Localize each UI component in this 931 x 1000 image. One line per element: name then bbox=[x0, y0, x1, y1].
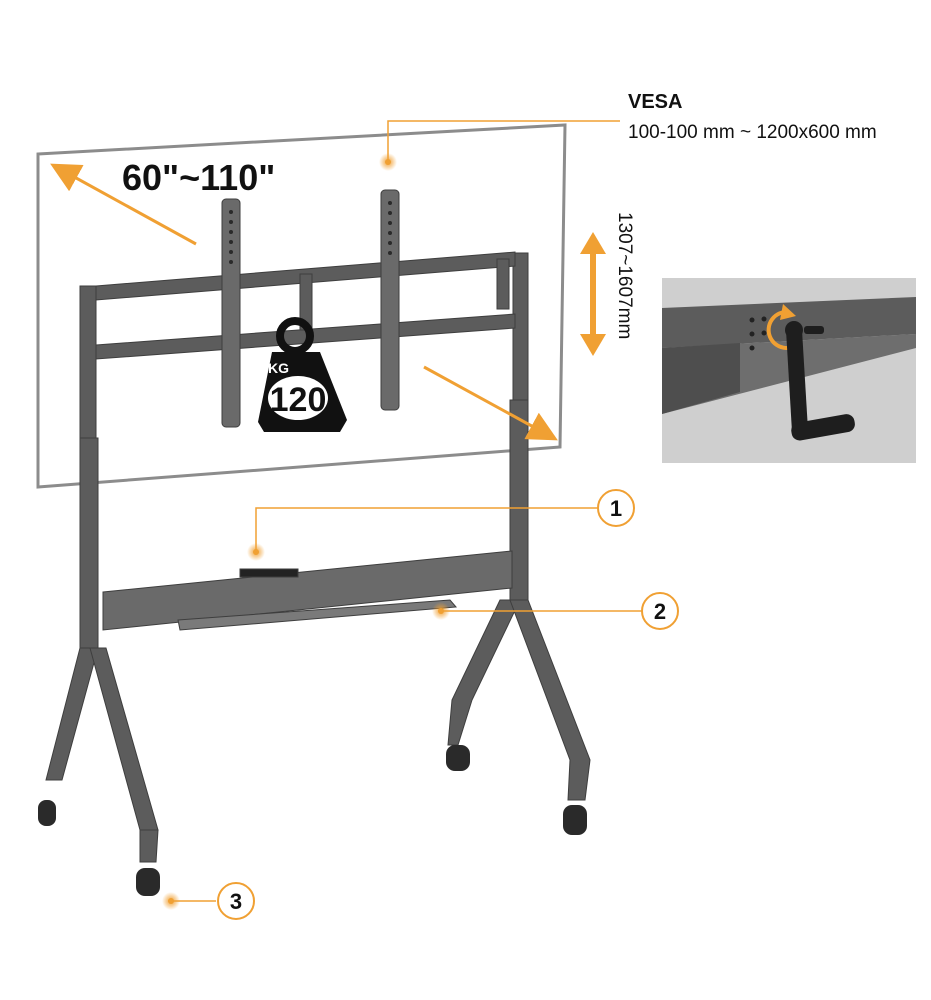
callout-2-badge bbox=[641, 592, 679, 630]
casters bbox=[38, 745, 587, 896]
stand-frame bbox=[79, 251, 529, 649]
vesa-title: VESA bbox=[628, 91, 682, 113]
vesa-callout bbox=[379, 120, 620, 171]
weight-unit: KG bbox=[268, 360, 289, 376]
callout-1-number: 1 bbox=[610, 496, 622, 521]
height-arrow bbox=[580, 232, 606, 356]
crank-handle-icon bbox=[785, 321, 855, 441]
vesa-bracket-holes bbox=[229, 201, 392, 264]
vesa-bracket-left bbox=[221, 198, 241, 428]
weight-badge bbox=[258, 317, 347, 432]
callout-3-leader bbox=[162, 892, 216, 910]
vesa-bracket-right bbox=[380, 189, 400, 411]
stand-legs bbox=[45, 599, 591, 863]
height-range-label: 1307~1607mm bbox=[614, 212, 635, 339]
callout-2-leader bbox=[432, 602, 642, 620]
callout-3-badge bbox=[217, 882, 255, 920]
screen-size-arrow-upper bbox=[50, 163, 197, 246]
weight-value: 120 bbox=[270, 381, 327, 419]
callout-1-leader bbox=[247, 507, 598, 561]
callout-2-number: 2 bbox=[654, 599, 666, 624]
callout-1-badge bbox=[597, 489, 635, 527]
vesa-spec: 100-100 mm ~ 1200x600 mm bbox=[628, 122, 877, 143]
screen-size-arrow-lower bbox=[423, 365, 558, 441]
screen-size-label: 60"~110" bbox=[122, 157, 275, 198]
callout-3-number: 3 bbox=[230, 889, 242, 914]
